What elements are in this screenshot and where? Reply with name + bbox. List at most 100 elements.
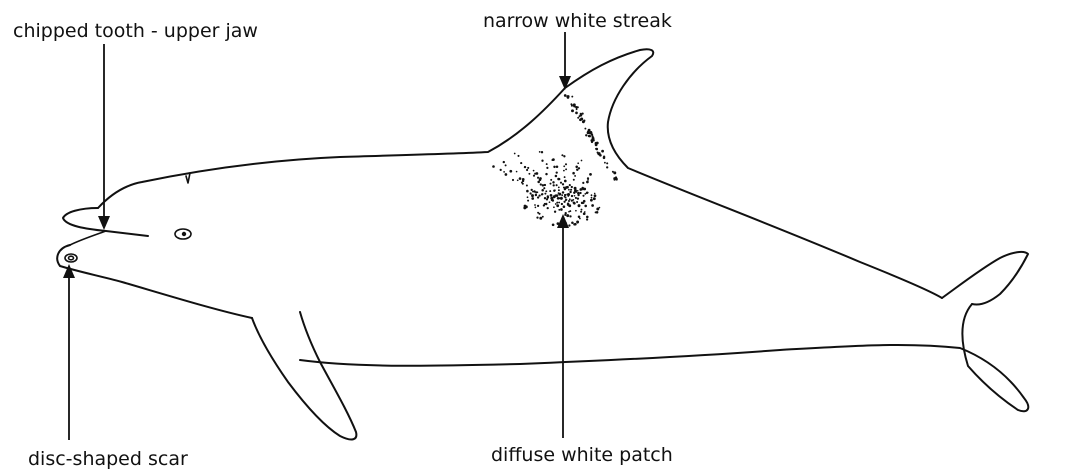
stipple-dot [571, 221, 574, 224]
stipple-dot [579, 218, 581, 220]
stipple-dot [601, 150, 604, 153]
stipple-dot [537, 181, 540, 184]
stipple-dot [540, 183, 542, 185]
stipple-dot [575, 112, 578, 115]
stipple-dot [526, 190, 529, 193]
stipple-dot [556, 171, 558, 173]
stipple-dot [522, 183, 524, 185]
stipple-dot [505, 173, 508, 176]
disc-shaped-scar-inner [69, 256, 74, 260]
chipped-tooth-arrowhead [98, 216, 110, 230]
stipple-dot [539, 217, 542, 220]
stipple-dot [558, 193, 561, 196]
stipple-dot [575, 191, 577, 193]
stipple-dot [616, 178, 618, 180]
stipple-dot [542, 184, 544, 186]
stipple-dot [533, 190, 535, 192]
stipple-dot [560, 182, 562, 184]
stipple-dot [552, 223, 555, 226]
stipple-dot [581, 202, 584, 205]
stipple-dot [613, 171, 616, 174]
dolphin-belly-outline [300, 304, 1028, 411]
stipple-dot [565, 186, 568, 189]
stipple-dot [542, 216, 544, 218]
stipple-dot [570, 189, 572, 191]
stipple-dot [554, 189, 556, 191]
stipple-dot [556, 165, 559, 168]
dolphin-mouth-line [70, 231, 106, 245]
stipple-dot [564, 176, 566, 178]
stipple-dot [564, 94, 567, 97]
stipple-dot [509, 170, 512, 173]
stipple-dot [565, 168, 567, 170]
stipple-dot [555, 203, 557, 205]
stipple-dot [564, 194, 566, 196]
stipple-dot [575, 210, 577, 212]
stipple-dot [586, 181, 589, 184]
stipple-dot [528, 173, 530, 175]
stipple-dot [574, 195, 576, 197]
stipple-dot [527, 196, 529, 198]
stipple-dot [547, 207, 549, 209]
stipple-dot [563, 170, 565, 172]
stipple-dot [579, 118, 582, 121]
stipple-dot [545, 173, 547, 175]
stipple-dot [579, 188, 582, 191]
stipple-dot [581, 209, 583, 211]
stipple-dot [574, 187, 577, 190]
stipple-dot [537, 177, 539, 179]
stipple-dot [565, 212, 567, 214]
stipple-dot [556, 202, 558, 204]
stipple-dot [571, 96, 573, 98]
stipple-dot [535, 194, 537, 196]
stipple-dot [569, 191, 571, 193]
dolphin-pupil [182, 232, 186, 236]
stipple-dot [544, 197, 546, 199]
stipple-dot [579, 192, 581, 194]
stipple-dot [524, 166, 526, 168]
stipple-dot [561, 194, 563, 196]
stipple-dot [557, 197, 560, 200]
stipple-dot [583, 200, 586, 203]
label-diffuse-white-patch: diffuse white patch [491, 444, 673, 466]
stipple-dot [589, 173, 592, 176]
stipple-dot [566, 214, 569, 217]
stipple-dot [589, 135, 591, 137]
stipple-dot [606, 166, 608, 168]
stipple-dot [606, 162, 608, 164]
stipple-dot [573, 179, 575, 181]
stipple-dot [569, 215, 571, 217]
stipple-dot [573, 202, 576, 205]
stipple-dot [578, 215, 581, 218]
stipple-dot [577, 190, 579, 192]
stipple-dot [539, 178, 542, 181]
stipple-dot [537, 191, 539, 193]
stipple-dot [594, 194, 597, 197]
stipple-dot [541, 151, 543, 153]
stipple-dot [563, 201, 565, 203]
stipple-dot [571, 109, 574, 112]
stipple-dot [517, 155, 519, 157]
stipple-dot [593, 197, 596, 200]
stipple-dot [563, 155, 565, 157]
stipple-dot [604, 162, 606, 164]
stipple-dot [576, 201, 578, 203]
stipple-dot [594, 193, 596, 195]
stipple-dot [551, 159, 553, 161]
stipple-dot [492, 165, 495, 168]
stipple-dot [577, 117, 579, 119]
stipple-dot [543, 204, 545, 206]
dolphin-drawing [57, 49, 1028, 439]
stipple-dot [531, 197, 534, 200]
stipple-dot [583, 188, 586, 191]
stipple-dot [591, 197, 593, 199]
stipple-dot [584, 128, 586, 130]
dolphin-pectoral-flipper [252, 312, 356, 439]
stipple-dot [530, 192, 532, 194]
stipple-dot [563, 165, 565, 167]
stipple-dot [578, 204, 581, 207]
stipple-dot [613, 177, 616, 180]
stipple-dot [572, 172, 575, 175]
stipple-dot [575, 166, 578, 169]
stipple-dot [573, 103, 576, 106]
